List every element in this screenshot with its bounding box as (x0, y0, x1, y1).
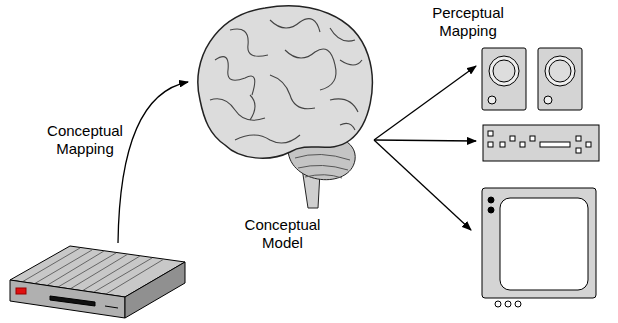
concept-node: Conceptual Model (190, 0, 375, 252)
mapping-arrow (118, 82, 188, 243)
perceptual-arrows (374, 66, 476, 230)
television (482, 188, 596, 307)
mapping-label: Perceptual Mapping (418, 4, 518, 40)
brain-illustration (190, 0, 375, 216)
mapping-label: Conceptual Mapping (35, 122, 135, 158)
speakers (482, 48, 582, 110)
node-caption: Conceptual Model (233, 216, 333, 252)
vcr (483, 125, 599, 161)
set-top-box (10, 246, 185, 318)
